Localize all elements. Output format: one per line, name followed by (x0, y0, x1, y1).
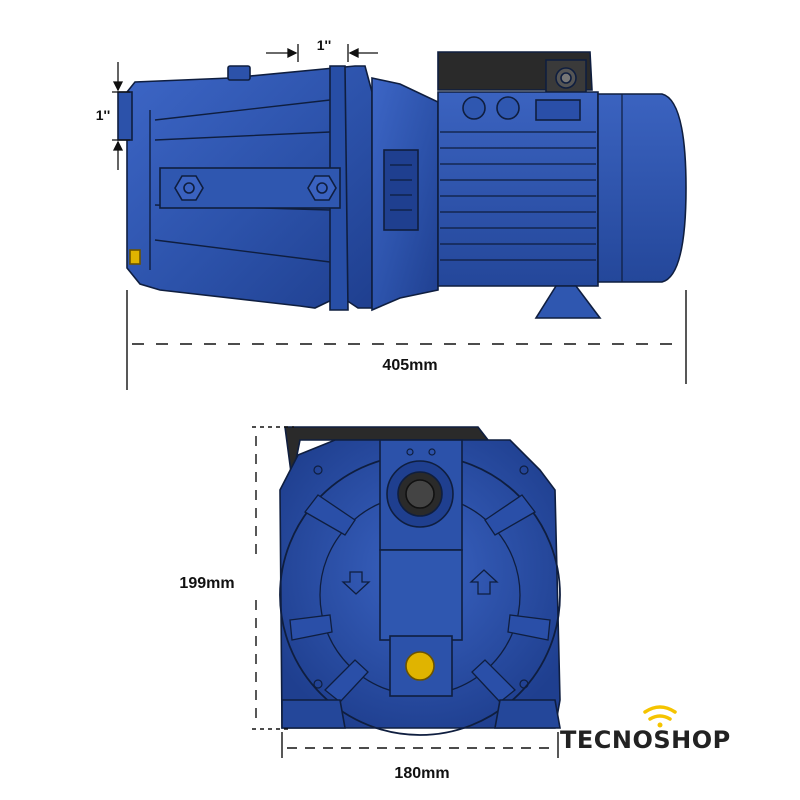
fan-cover (597, 93, 687, 283)
front-foot-left (281, 699, 346, 729)
inlet-stub (117, 91, 133, 141)
width-label: 180mm (394, 765, 449, 782)
motor-foot (534, 285, 602, 319)
height-dimension (252, 426, 294, 730)
height-label: 199mm (179, 575, 234, 592)
tecnoshop-logo: TECNOSHOP (560, 705, 731, 754)
length-dimension (126, 290, 687, 390)
radial-ribs (289, 494, 551, 703)
length-label: 405mm (382, 357, 437, 374)
pump-front-view (279, 426, 561, 736)
width-dimension (281, 732, 559, 758)
front-foot-right (494, 699, 561, 729)
wifi-icon (643, 705, 677, 728)
adapter-window (383, 149, 419, 231)
outlet-label: 1'' (317, 37, 331, 53)
mount-screws (313, 448, 529, 689)
motor-body (437, 91, 599, 287)
pump-side-view (117, 51, 687, 319)
inlet-dimension (112, 62, 130, 170)
boss-1 (462, 96, 486, 120)
bolt-right (307, 175, 337, 201)
motor-fins (440, 131, 596, 261)
outlet-dimension (266, 44, 378, 62)
logo-text: TECNOSHOP (560, 726, 731, 754)
drain-plug-front (405, 651, 435, 681)
drain-plug (129, 249, 141, 265)
arrow-up-icon (469, 569, 499, 595)
priming-plug (227, 65, 251, 81)
arrow-down-icon (341, 571, 371, 595)
bolt-left (174, 175, 204, 201)
boss-2 (496, 96, 520, 120)
inlet-label: 1'' (96, 107, 110, 123)
